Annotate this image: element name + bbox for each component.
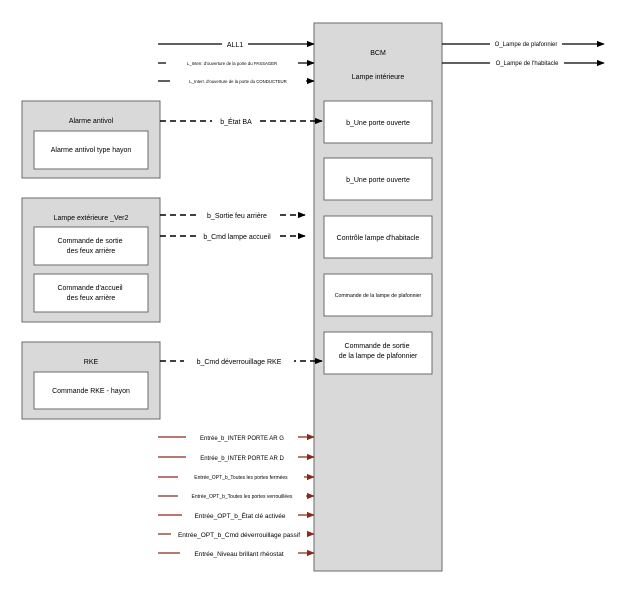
- input-all-doors-closed-label: Entrée_OPT_b_Toutes les portes fermées: [194, 475, 288, 481]
- bcm-function-ceiling-lamp-exit-line-1: Commande de sortie: [345, 343, 410, 350]
- lamp-item-exit-rear-line-2: des feux arrière: [67, 248, 116, 255]
- bcm-block: BCM Lampe intérieure b_Une porte ouverte…: [313, 22, 443, 572]
- lamp-item-welcome-rear-label: Commande d'accueil des feux arrière: [57, 285, 124, 302]
- output-cabin-lamp-label: O_Lampe de l'habitacle: [496, 61, 560, 67]
- input-passive-unlock-label: Entrée_OPT_b_Cmd déverrouillage passif: [178, 532, 300, 539]
- top-input-signals: ALL1 L_Interr. d'ouverture de la porte d…: [158, 39, 315, 85]
- signal-all1-label: ALL1: [227, 42, 243, 49]
- rke-item-hatch-label: Commande RKE - hayon: [52, 388, 130, 395]
- link-rke-unlock-label: b_Cmd déverrouillage RKE: [197, 359, 282, 366]
- input-key-active-label: Entrée_OPT_b_État clé activée: [194, 511, 285, 520]
- lamp-item-exit-rear-line-1: Commande de sortie: [58, 238, 123, 245]
- link-alarm-state-label: b_État BA: [220, 117, 252, 126]
- bcm-function-door-open-2-label: b_Une porte ouverte: [346, 177, 410, 184]
- bcm-title: BCM: [370, 50, 386, 57]
- lamp-item-exit-rear-label: Commande de sortie des feux arrière: [58, 238, 125, 255]
- input-all-doors-locked-label: Entrée_OPT_b_Toutes les portes verrouill…: [192, 494, 293, 500]
- input-rear-door-right-label: Entrée_b_INTER PORTE AR D: [200, 456, 284, 462]
- rke-block-title: RKE: [84, 359, 99, 366]
- link-welcome-lamp-label: b_Cmd lampe accueil: [203, 234, 271, 241]
- bcm-function-ceiling-lamp-exit: [323, 331, 433, 375]
- bottom-input-signals: Entrée_b_INTER PORTE AR G Entrée_b_INTER…: [158, 433, 315, 558]
- link-rear-exit-label: b_Sortie feu arrière: [207, 213, 267, 220]
- exterior-lamp-block: Lampe extérieure _Ver2 Commande de sorti…: [21, 197, 161, 323]
- alarm-item-hatch: [33, 130, 149, 170]
- bcm-function-cabin-lamp-control-label: Contrôle lampe d'habitacle: [337, 235, 420, 242]
- lamp-item-welcome-rear-line-1: Commande d'accueil: [57, 285, 123, 292]
- bcm-function-door-open-1: [323, 100, 433, 144]
- lamp-item-exit-rear: [33, 226, 149, 266]
- bcm-function-ceiling-lamp-exit-label: Commande de sortie de la lampe de plafon…: [339, 343, 418, 360]
- alarm-block: Alarme antivol Alarme antivol type hayon: [21, 100, 161, 179]
- block-link-signals: b_État BA b_Sortie feu arrière b_Cmd lam…: [160, 116, 323, 366]
- bcm-function-door-open-2: [323, 157, 433, 201]
- signal-passenger-door-label: L_Interr. d'ouverture de la porte du PAS…: [187, 61, 277, 66]
- signal-driver-door-label: L_Interr. d'ouverture de la porte du CON…: [189, 79, 287, 84]
- input-rear-door-left-label: Entrée_b_INTER PORTE AR G: [200, 436, 284, 442]
- bcm-function-ceiling-lamp-command-label: Commande de la lampe de plafonnier: [335, 293, 422, 299]
- alarm-item-hatch-label: Alarme antivol type hayon: [51, 147, 132, 154]
- input-rheostat-label: Entrée_Niveau brillant rhéostat: [194, 551, 283, 558]
- output-signals: O_Lampe de plafonnier O_Lampe de l'habit…: [442, 39, 605, 67]
- rke-block: RKE Commande RKE - hayon: [21, 341, 161, 420]
- bcm-function-cabin-lamp-control: [323, 215, 433, 259]
- alarm-block-title: Alarme antivol: [69, 118, 114, 125]
- lamp-item-welcome-rear: [33, 273, 149, 313]
- exterior-lamp-block-title: Lampe extérieure _Ver2: [54, 215, 129, 222]
- bcm-subtitle: Lampe intérieure: [352, 74, 405, 81]
- bcm-function-ceiling-lamp-command: [323, 273, 433, 317]
- bcm-function-door-open-1-label: b_Une porte ouverte: [346, 120, 410, 127]
- bcm-function-ceiling-lamp-exit-line-2: de la lampe de plafonnier: [339, 353, 418, 360]
- rke-item-hatch: [33, 371, 149, 410]
- lamp-item-welcome-rear-line-2: des feux arrière: [67, 295, 116, 302]
- output-ceiling-lamp-label: O_Lampe de plafonnier: [495, 42, 558, 48]
